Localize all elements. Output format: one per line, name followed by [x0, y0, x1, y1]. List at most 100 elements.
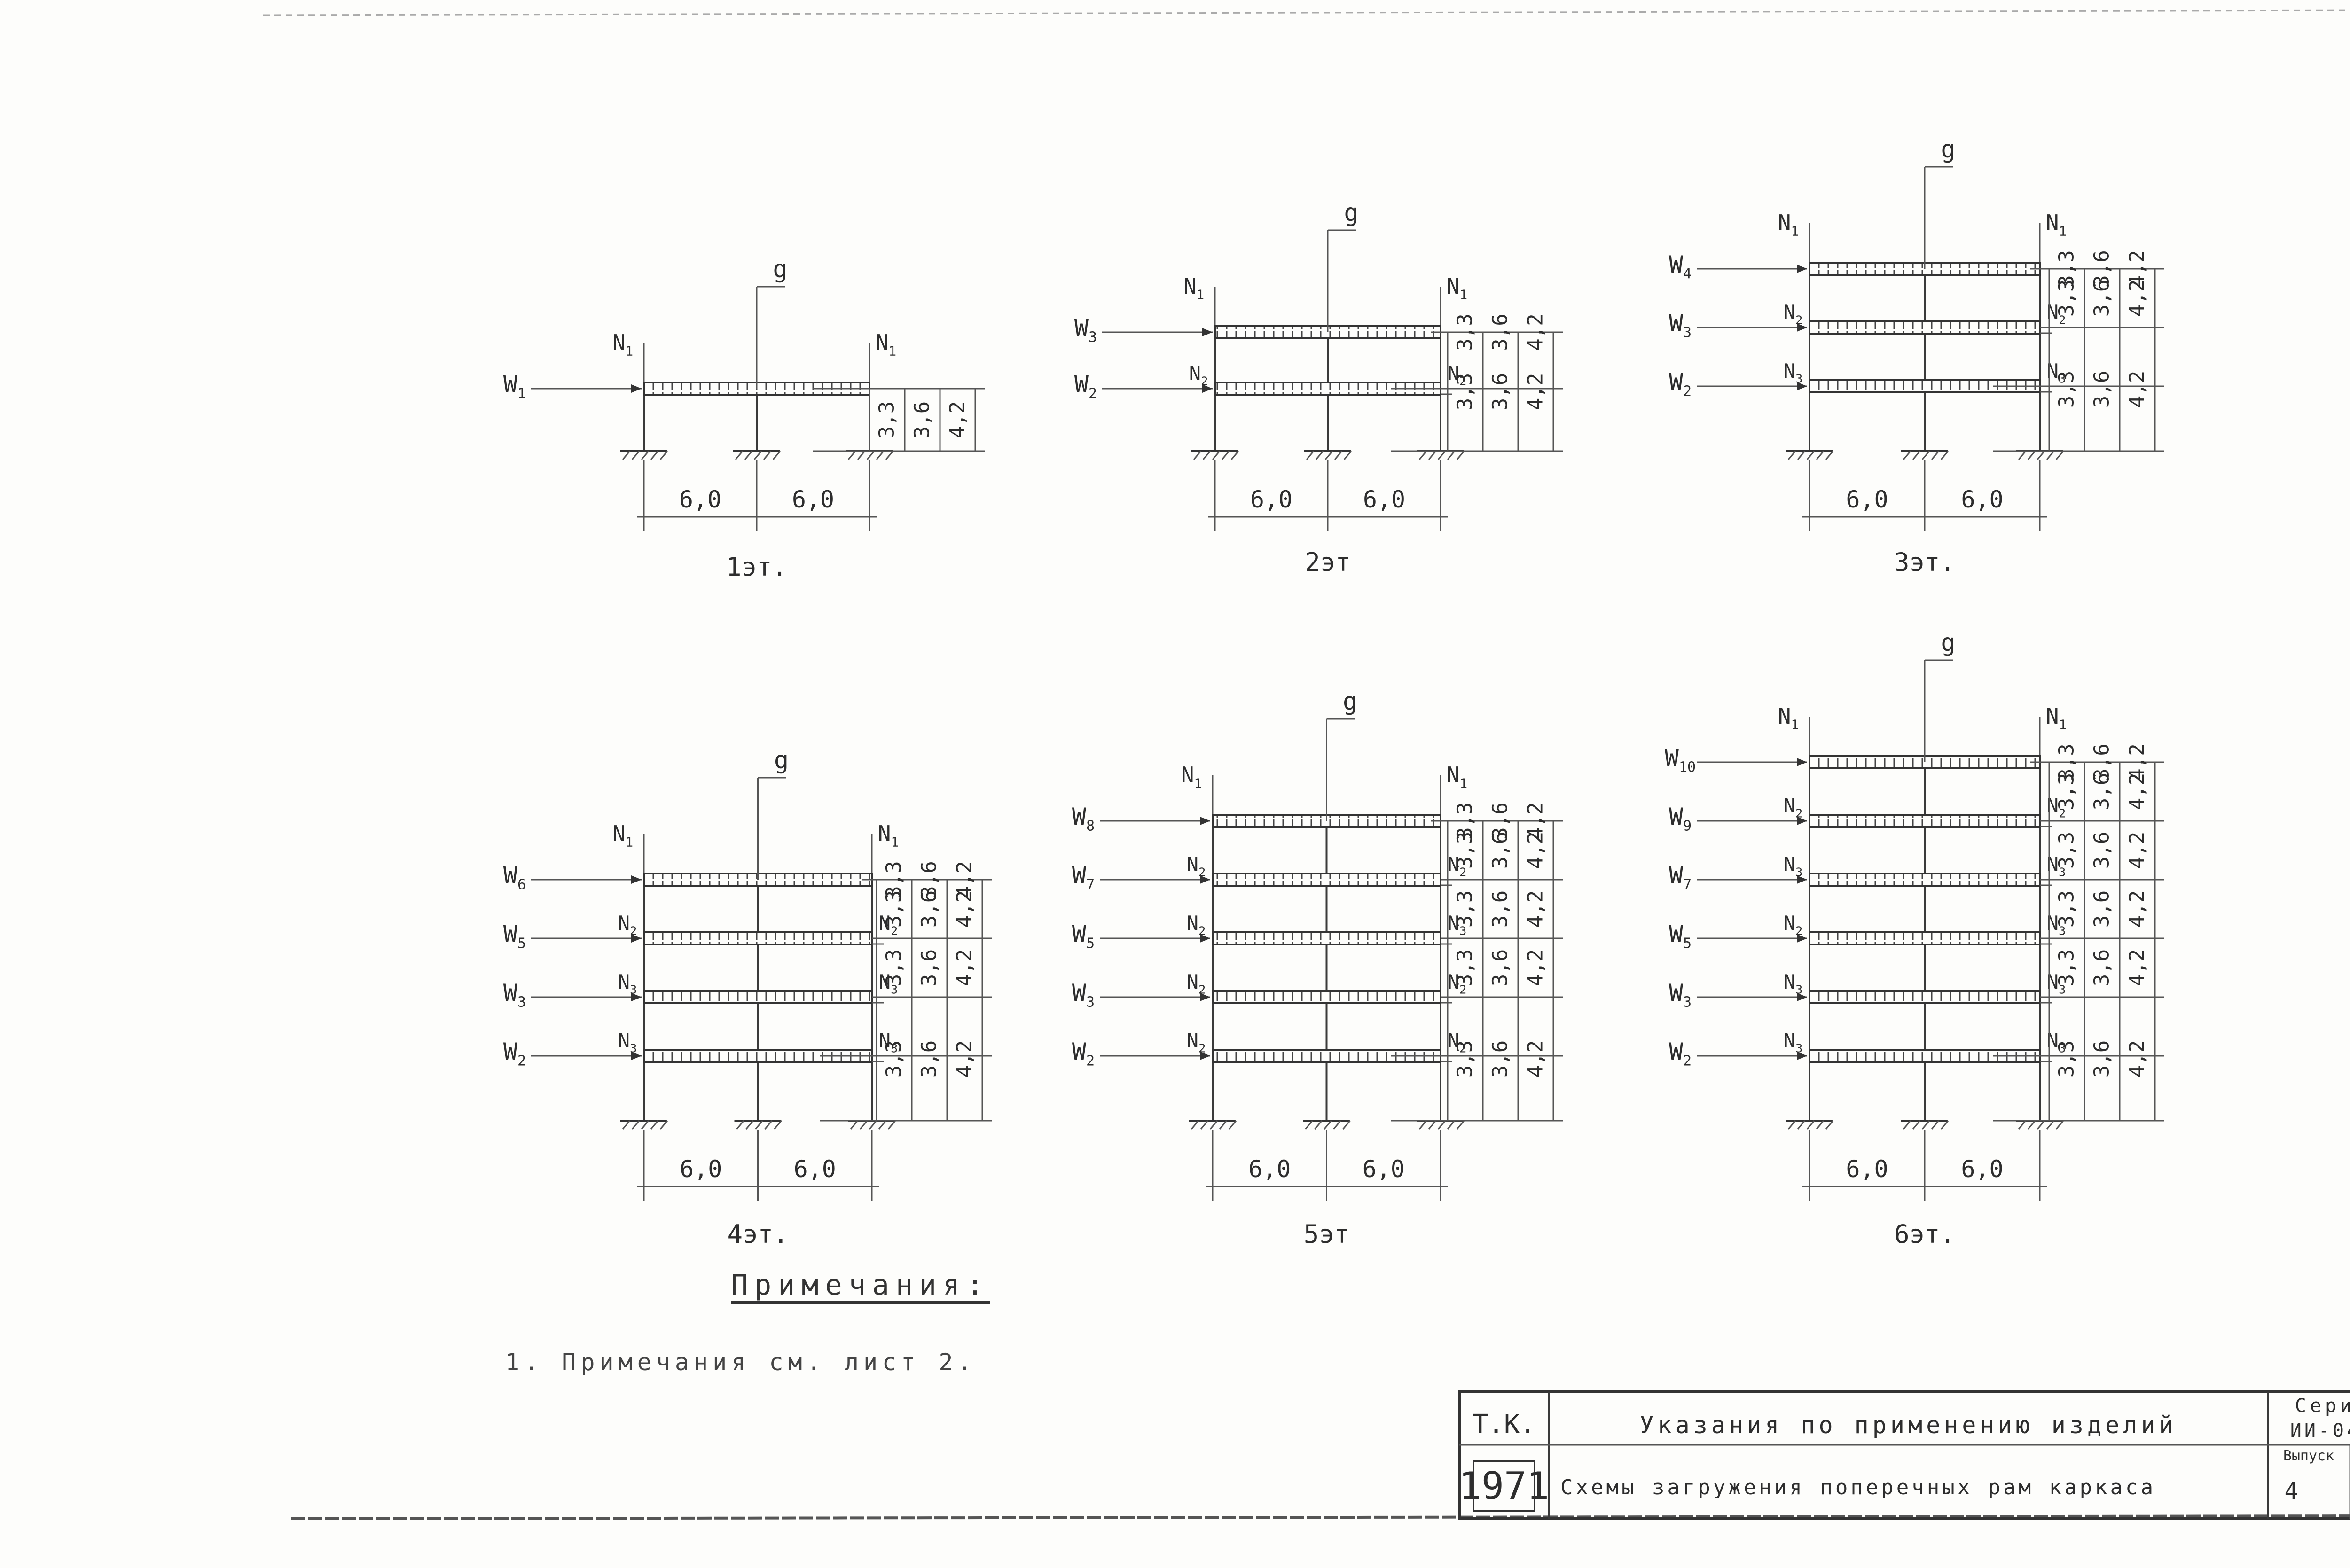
- height-value: 3,3: [2055, 890, 2079, 928]
- label-w10: W10: [1665, 744, 1696, 776]
- height-value: 3,6: [2090, 371, 2114, 408]
- height-value: 3,6: [1488, 313, 1512, 351]
- label-w5: W5: [1072, 921, 1095, 952]
- tb-series-label: Серия: [2295, 1395, 2350, 1417]
- support-hatch: [1342, 1120, 1351, 1130]
- support-hatch: [1191, 1120, 1199, 1130]
- span-label-left: 6,0: [1250, 486, 1292, 513]
- frame-title: 2эт: [1305, 547, 1351, 577]
- support-hatch: [650, 451, 659, 460]
- span-label-right: 6,0: [794, 1155, 836, 1183]
- label-mid-left: N2: [618, 912, 637, 938]
- height-value: 3,6: [2090, 1040, 2114, 1077]
- support-hatch: [2027, 1120, 2036, 1130]
- height-value: 4,2: [2125, 890, 2149, 928]
- support-hatch: [631, 451, 640, 460]
- beam-floor-4: [643, 1049, 873, 1063]
- height-value: 3,3: [882, 1040, 906, 1077]
- notes-title: Примечания:: [731, 1269, 990, 1302]
- height-value: 3,6: [1488, 890, 1512, 928]
- label-n1-left: N1: [1183, 273, 1204, 303]
- beam-floor-2: [643, 931, 873, 945]
- support-hatch: [1797, 1120, 1806, 1130]
- tb-issue-value: 4: [2285, 1478, 2298, 1505]
- label-w8: W8: [1072, 803, 1095, 835]
- wind-arrowhead: [1797, 934, 1807, 943]
- label-mid-left: N2: [1784, 301, 1802, 327]
- label-mid-left: N2: [1189, 362, 1208, 388]
- height-value: 4,2: [2125, 949, 2149, 986]
- wind-arrowhead: [631, 1052, 642, 1060]
- label-w2: W2: [503, 1038, 526, 1069]
- wind-arrowhead: [1202, 328, 1213, 336]
- support-hatch: [1209, 1120, 1218, 1130]
- height-value: 3,3: [2055, 949, 2079, 986]
- label-w3: W3: [1669, 310, 1692, 341]
- height-value: 3,3: [1453, 802, 1477, 839]
- label-mid-left: N3: [618, 970, 637, 997]
- support-hatch: [755, 1120, 763, 1130]
- wind-arrowhead: [631, 993, 642, 1001]
- note-item: 1. Примечания см. лист 2.: [505, 1349, 977, 1376]
- height-value: 3,6: [917, 1040, 941, 1077]
- label-n1-left: N1: [1181, 762, 1202, 791]
- height-value: 4,2: [1524, 832, 1548, 869]
- label-mid-left: N2: [1187, 853, 1206, 879]
- support-hatch: [736, 1120, 744, 1130]
- support-hatch: [1825, 1120, 1834, 1130]
- tb-year: 1971: [1459, 1464, 1550, 1508]
- support-hatch: [1324, 1120, 1332, 1130]
- label-w7: W7: [1669, 862, 1692, 893]
- height-value: 4,2: [953, 890, 977, 928]
- support-hatch: [1456, 1120, 1465, 1130]
- label-n1-left: N1: [1778, 703, 1799, 733]
- support-hatch: [772, 451, 781, 460]
- support-hatch: [878, 1120, 887, 1130]
- support-hatch: [866, 451, 875, 460]
- label-w6: W6: [503, 862, 526, 893]
- label-g: g: [774, 746, 789, 774]
- label-mid-right: N2: [1448, 1029, 1466, 1055]
- label-mid-left: N3: [1784, 1029, 1802, 1055]
- label-mid-left: N2: [1187, 970, 1206, 997]
- wind-arrowhead: [1200, 993, 1210, 1001]
- support-hatch: [2018, 1120, 2027, 1130]
- support-hatch: [2018, 451, 2027, 460]
- label-g: g: [1941, 135, 1955, 164]
- wind-arrowhead: [1797, 382, 1807, 390]
- support-hatch: [1931, 451, 1940, 460]
- support-hatch: [631, 1120, 640, 1130]
- label-w3: W3: [1074, 314, 1097, 346]
- label-n1-left: N1: [612, 330, 633, 359]
- height-value: 3,6: [917, 861, 941, 898]
- support-hatch: [1797, 451, 1806, 460]
- wind-arrowhead: [1797, 817, 1807, 825]
- height-value: 3,3: [2055, 743, 2079, 780]
- label-w1: W1: [503, 371, 526, 402]
- support-hatch: [1447, 451, 1456, 460]
- support-hatch: [1219, 1120, 1228, 1130]
- support-hatch: [1193, 451, 1202, 460]
- height-value: 4,2: [1524, 1040, 1548, 1077]
- support-hatch: [1418, 451, 1427, 460]
- height-value: 4,2: [2125, 371, 2149, 408]
- support-hatch: [1428, 1120, 1437, 1130]
- height-value: 4,2: [1524, 313, 1548, 351]
- support-hatch: [2055, 1120, 2064, 1130]
- support-hatch: [1806, 451, 1815, 460]
- height-value: 4,2: [2125, 1040, 2149, 1077]
- wind-arrowhead: [1797, 875, 1807, 884]
- height-value: 3,6: [2090, 890, 2114, 928]
- support-hatch: [1343, 451, 1352, 460]
- label-n1-right: N1: [1447, 273, 1467, 303]
- support-hatch: [1202, 451, 1211, 460]
- height-value: 4,2: [1524, 802, 1548, 839]
- beam-floor-3: [643, 990, 873, 1004]
- span-label-right: 6,0: [792, 486, 834, 513]
- label-n1-right: N1: [876, 330, 896, 359]
- label-w2: W2: [1669, 1038, 1692, 1069]
